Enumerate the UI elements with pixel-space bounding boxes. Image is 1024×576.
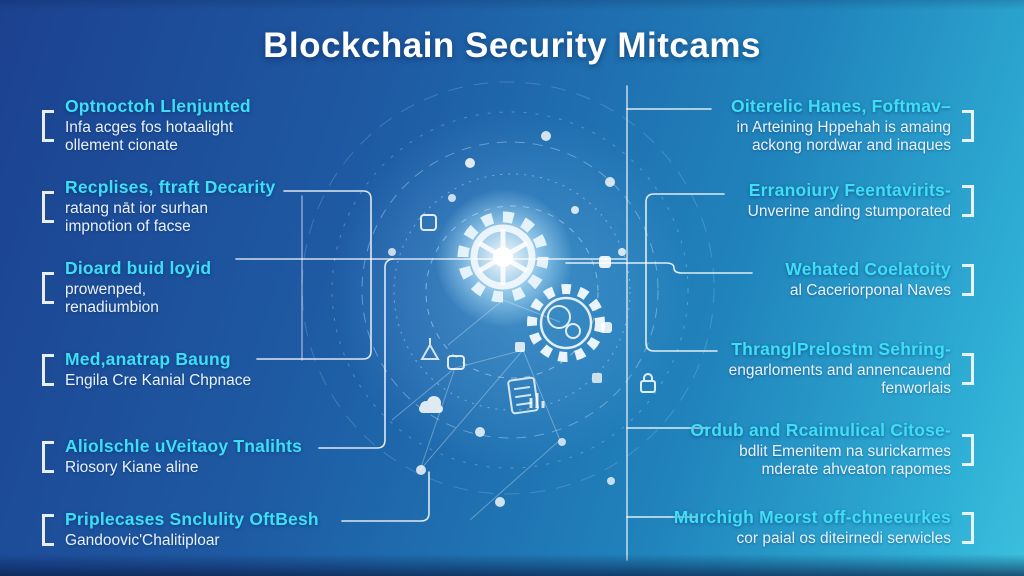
gear-icon bbox=[457, 211, 549, 303]
item-subtitle: bdlit Emenitem na surickarmes bbox=[739, 443, 951, 460]
right-item-1: Oiterelic Hanes, Foftmav– in Arteining H… bbox=[731, 96, 974, 155]
item-heading: Ordub and Rcaimulical Citose- bbox=[690, 420, 951, 440]
left-item-5: Aliolschle uVeitaoy Tnalihts Riosory Kia… bbox=[42, 436, 302, 477]
left-item-1: Optnoctoh Llenjunted Infa acges fos hota… bbox=[42, 96, 251, 155]
bracket-icon bbox=[42, 190, 54, 223]
bracket-icon bbox=[962, 109, 974, 142]
item-heading: Murchigh Meorst off-chneeurkes bbox=[673, 507, 951, 527]
item-heading: Dioard buid loyid bbox=[65, 258, 212, 278]
item-subtitle: renadiumbion bbox=[65, 299, 159, 316]
bracket-icon bbox=[962, 352, 974, 385]
item-subtitle: Engila Cre Kanial Chpnace bbox=[65, 372, 252, 389]
left-item-3: Dioard buid loyid prowenped, renadiumbio… bbox=[42, 258, 211, 317]
left-item-6: Priplecases Snclulity OftBesh Gandoovic'… bbox=[42, 509, 319, 550]
item-subtitle: prowenped, bbox=[65, 281, 147, 298]
cloud-icon bbox=[419, 396, 443, 413]
item-subtitle: ratang nāt ior surhan bbox=[65, 200, 209, 217]
lock-icon bbox=[640, 373, 656, 393]
item-subtitle: Unverine anding stumporated bbox=[747, 203, 951, 220]
item-heading: Erranoiury Feentavirits- bbox=[748, 180, 951, 200]
item-subtitle: cor paial os diteirnedi serwicles bbox=[736, 530, 951, 547]
bracket-icon bbox=[962, 184, 974, 217]
chip-icon bbox=[420, 214, 465, 370]
left-item-2: Recplises, ftraft Decarity ratang nāt io… bbox=[42, 177, 275, 236]
item-heading: ThranglPrelostm Sehring- bbox=[731, 339, 951, 359]
item-heading: Wehated Coelatoity bbox=[785, 259, 951, 279]
item-subtitle: Infa acges fos hotaalight bbox=[65, 119, 234, 136]
item-subtitle: Gandoovic'Chalitiploar bbox=[65, 532, 220, 549]
bracket-icon bbox=[962, 263, 974, 296]
gear-outline-icon bbox=[527, 284, 605, 362]
item-subtitle: al Caceriorponal Naves bbox=[789, 282, 951, 299]
item-heading: Med,anatrap Baung bbox=[65, 349, 231, 369]
bracket-icon bbox=[42, 353, 54, 386]
bracket-icon bbox=[42, 440, 54, 473]
item-heading: Aliolschle uVeitaoy Tnalihts bbox=[65, 436, 303, 456]
right-item-2: Erranoiury Feentavirits- Unverine anding… bbox=[748, 180, 974, 221]
bracket-icon bbox=[42, 109, 54, 142]
bracket-icon bbox=[42, 513, 54, 546]
item-heading: Oiterelic Hanes, Foftmav– bbox=[731, 96, 951, 116]
bottom-vignette bbox=[0, 554, 1024, 576]
bracket-icon bbox=[42, 271, 54, 304]
item-heading: Optnoctoh Llenjunted bbox=[65, 96, 251, 116]
right-item-4: ThranglPrelostm Sehring- engarloments an… bbox=[729, 339, 974, 398]
bracket-icon bbox=[962, 433, 974, 466]
item-subtitle: in Arteining Hppehah is amaing bbox=[736, 119, 951, 136]
top-vignette bbox=[0, 0, 1024, 10]
chart-bars-icon bbox=[529, 393, 545, 408]
item-subtitle: ollement cionate bbox=[65, 137, 178, 154]
scale-icon bbox=[420, 338, 440, 360]
item-subtitle: engarloments and annencauend bbox=[728, 362, 951, 379]
page-title: Blockchain Security Mitcams bbox=[263, 26, 761, 65]
right-item-6: Murchigh Meorst off-chneeurkes cor paial… bbox=[674, 507, 974, 548]
left-item-4: Med,anatrap Baung Engila Cre Kanial Chpn… bbox=[42, 349, 251, 390]
item-subtitle: fenworlais bbox=[881, 380, 951, 397]
right-item-5: Ordub and Rcaimulical Citose- bdlit Emen… bbox=[690, 420, 974, 479]
item-subtitle: mderate ahveaton rapomes bbox=[761, 461, 951, 478]
item-subtitle: Riosory Kiane aline bbox=[65, 459, 199, 476]
item-heading: Recplises, ftraft Decarity bbox=[65, 177, 276, 197]
item-subtitle: ackong nordwar and inaques bbox=[751, 137, 951, 154]
item-subtitle: impnotion of facse bbox=[65, 218, 191, 235]
item-heading: Priplecases Snclulity OftBesh bbox=[65, 509, 319, 529]
bracket-icon bbox=[962, 511, 974, 544]
right-item-3: Wehated Coelatoity al Caceriorponal Nave… bbox=[785, 259, 974, 300]
